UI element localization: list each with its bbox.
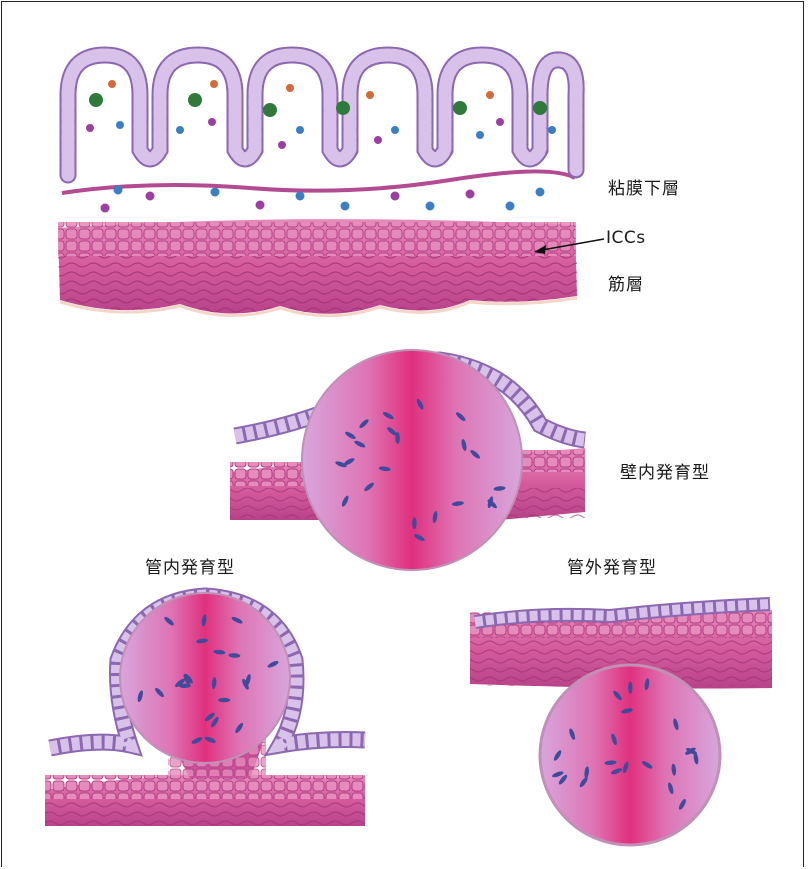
muscle-cells [58,222,576,256]
label-intramural: 壁内発育型 [620,458,710,483]
tumor-mass [302,350,522,570]
label-submucosa: 粘膜下層 [608,174,680,199]
label-muscle-layer: 筋層 [608,270,644,295]
label-iccs: ICCs [606,228,646,248]
label-intraluminal: 管内発育型 [145,553,235,578]
intramural-tumor [230,350,585,570]
intraluminal-tumor [45,593,365,826]
extraluminal-tumor [470,604,772,845]
submucosa-membrane [62,171,575,193]
nucleus [628,682,632,694]
nucleus [218,698,230,702]
villi [68,55,576,175]
label-extraluminal: 管外発育型 [567,553,657,578]
normal-wall [58,55,604,316]
